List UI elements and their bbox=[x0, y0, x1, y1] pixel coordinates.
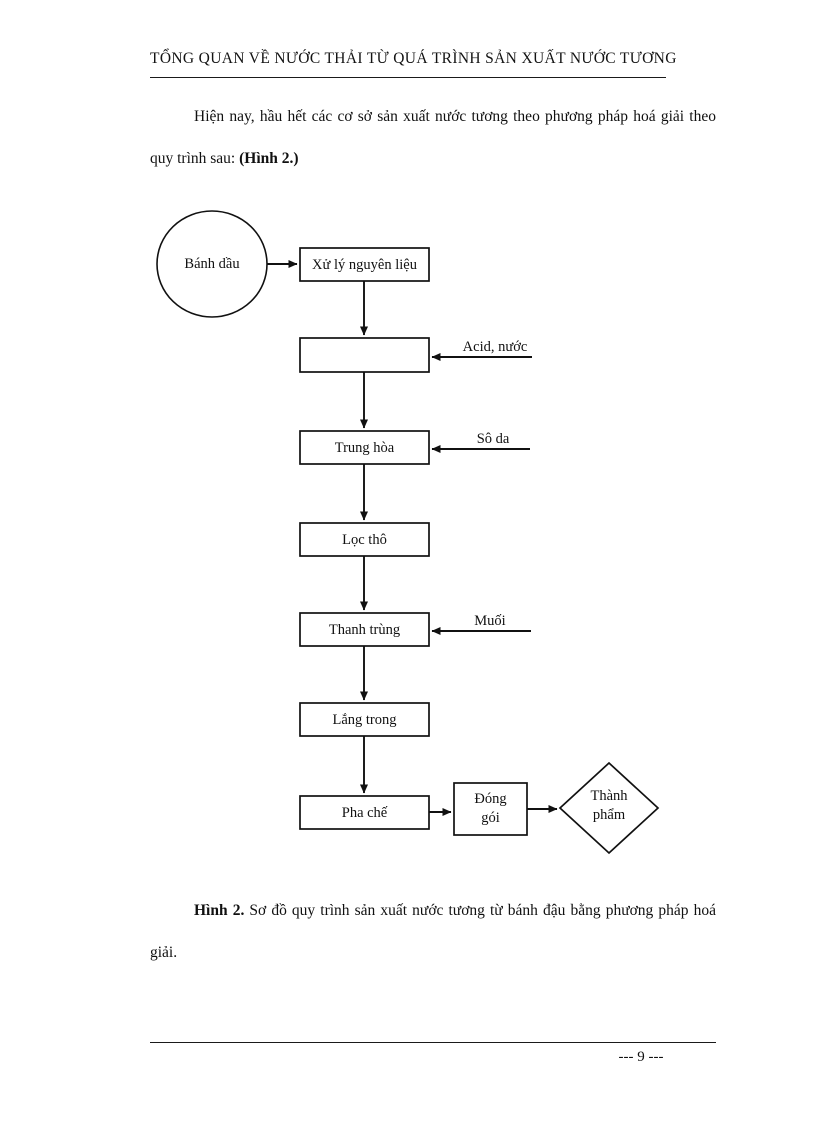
node-lang-trong bbox=[299, 702, 430, 737]
node-thanh-pham bbox=[558, 761, 660, 855]
node-pha-che bbox=[299, 795, 430, 830]
intro-paragraph: Hiện nay, hầu hết các cơ sở sản xuất nướ… bbox=[150, 96, 716, 180]
node-trung-hoa bbox=[299, 430, 430, 465]
node-thanh-trung bbox=[299, 612, 430, 647]
footer-divider bbox=[150, 1042, 716, 1043]
node-xu-ly-nguyen-lieu bbox=[299, 247, 430, 282]
page-number: --- 9 --- bbox=[618, 1049, 664, 1065]
figure-caption: Hình 2. Sơ đồ quy trình sản xuất nước tư… bbox=[150, 890, 716, 974]
node-dong-goi bbox=[453, 782, 528, 836]
intro-figure-reference: (Hình 2.) bbox=[239, 150, 299, 167]
node-loc-tho bbox=[299, 522, 430, 557]
header-divider bbox=[150, 77, 666, 78]
figure-caption-text: Sơ đồ quy trình sản xuất nước tương từ b… bbox=[150, 902, 716, 961]
figure-caption-number: Hình 2. bbox=[194, 902, 245, 919]
intro-paragraph-text: Hiện nay, hầu hết các cơ sở sản xuất nướ… bbox=[150, 108, 716, 167]
running-header: TỔNG QUAN VỀ NƯỚC THẢI TỪ QUÁ TRÌNH SẢN … bbox=[150, 50, 677, 67]
node-thuy-phan bbox=[299, 337, 430, 373]
node-banh-dau bbox=[156, 210, 268, 318]
